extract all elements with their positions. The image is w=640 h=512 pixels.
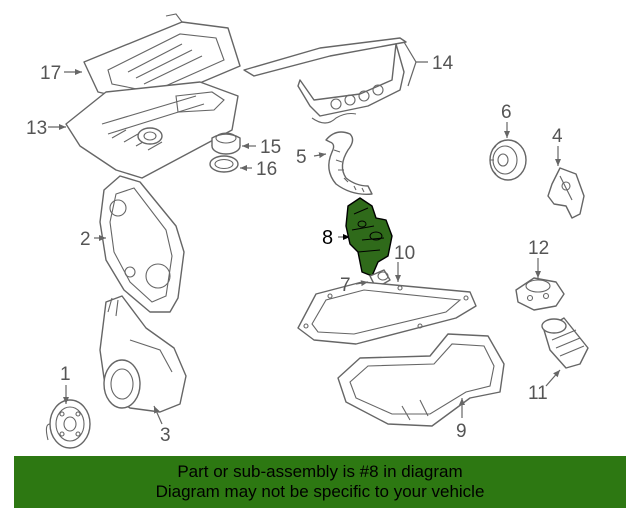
part-10-oil-pan-gasket: [297, 281, 477, 345]
callout-12: 12: [528, 238, 549, 259]
callout-6: 6: [501, 102, 512, 123]
callout-3: 3: [160, 425, 171, 446]
part-2-timing-cover: [99, 175, 185, 313]
banner-disclaimer-line: Diagram may not be specific to your vehi…: [155, 482, 485, 501]
part-11-oil-filter: [541, 317, 589, 369]
banner-part-line: Part or sub-assembly is #8 in diagram: [177, 462, 463, 481]
callout-15: 15: [260, 137, 281, 158]
part-8-highlighted: [345, 197, 393, 277]
callout-10: 10: [394, 243, 415, 264]
part-15-oil-filler-cap: [211, 132, 241, 155]
callout-9: 9: [456, 421, 467, 442]
part-3-lower-timing-cover: [99, 295, 187, 413]
callout-8-highlighted: 8: [322, 227, 333, 249]
part-14-valve-cover-gasket: [243, 37, 407, 124]
info-banner: Part or sub-assembly is #8 in diagram Di…: [14, 456, 626, 508]
leader-lines: [48, 41, 561, 425]
part-17-engine-cover: [83, 13, 241, 105]
callout-13: 13: [26, 118, 47, 139]
callout-numbers: 17 13 15 16 14 5 6 4 2 8 10 7 12 11 1 3 …: [26, 53, 563, 446]
callout-4: 4: [552, 126, 563, 147]
part-9-oil-pan: [337, 333, 505, 427]
callout-16: 16: [256, 159, 277, 180]
callout-1: 1: [60, 364, 71, 385]
part-1-crankshaft-pulley: [45, 399, 91, 449]
callout-11: 11: [528, 383, 548, 404]
callout-14: 14: [432, 53, 454, 74]
exploded-parts-diagram: 17 13 15 16 14 5 6 4 2 8 10 7 12 11 1 3 …: [26, 13, 589, 449]
callout-17: 17: [40, 63, 61, 84]
callout-2: 2: [80, 229, 91, 250]
part-6-pulley: [489, 139, 527, 181]
callout-7: 7: [340, 275, 351, 296]
part-13-cylinder-head-cover: [65, 81, 239, 179]
part-12-oil-filter-housing: [515, 277, 565, 311]
callout-5: 5: [296, 147, 307, 168]
part-4-bracket: [547, 167, 585, 219]
part-16-filler-cap-seal: [209, 155, 239, 173]
part-5-timing-belt: [325, 131, 373, 195]
